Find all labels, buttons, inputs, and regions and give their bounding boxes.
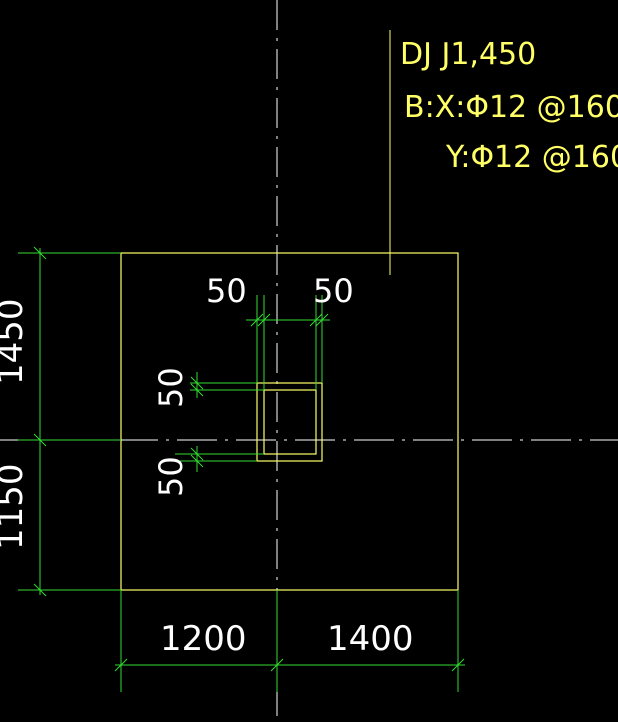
- dim-top-right-offset: 50: [313, 272, 354, 310]
- dim-bottom-left: 1200: [160, 619, 247, 659]
- dim-vertical-upper: 1450: [0, 298, 31, 385]
- footing-outline: [120, 252, 459, 591]
- annotation-text: DJ J1,450 B:X:Φ12 @160 Y:Φ12 @160: [400, 37, 618, 175]
- dim-vertical-lower: 1150: [0, 463, 31, 550]
- annotation-line2: B:X:Φ12 @160: [404, 90, 618, 125]
- dim-top-left-offset: 50: [206, 272, 247, 310]
- column-outer: [256, 382, 323, 462]
- dimension-lines: [18, 246, 465, 692]
- dimension-text: 50 50 50 50 1450 1150 1200 1400: [0, 272, 414, 659]
- dim-bottom-right: 1400: [327, 619, 414, 659]
- column-inner: [263, 389, 317, 455]
- annotation-line1: DJ J1,450: [400, 37, 536, 72]
- column-section: [256, 382, 323, 462]
- dim-left-lower-offset: 50: [152, 456, 190, 497]
- annotation-line3: Y:Φ12 @160: [445, 140, 618, 175]
- dim-left-upper-offset: 50: [152, 367, 190, 408]
